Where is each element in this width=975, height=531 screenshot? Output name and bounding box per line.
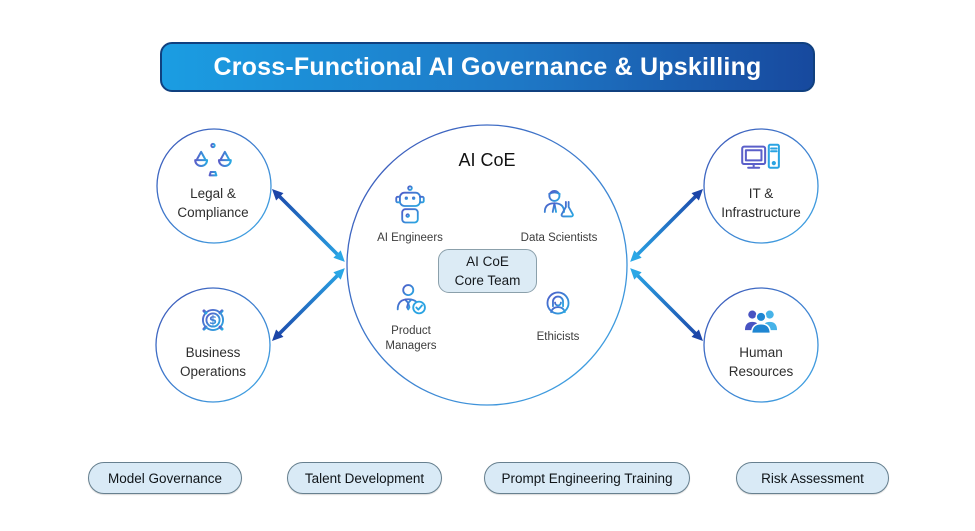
pill-label: Model Governance [107,470,223,486]
page-title: Cross-Functional AI Governance & Upskill… [213,52,762,81]
product-manager-icon [389,280,433,329]
business-circle [155,287,271,403]
legal-circle [156,128,272,244]
coe-title: AI CoE [458,150,516,170]
core-team-line2: Core Team [454,273,521,288]
role-label-ai-engineers: AI Engineers [377,232,443,244]
data-scientist-icon [537,184,581,233]
scales-icon [191,140,235,187]
arrow-legal-center [272,189,345,262]
arrow-hr-center [630,268,703,341]
it-circle [703,128,819,244]
core-team-line1: AI CoE [466,254,509,269]
dept-label-legal: Legal & Compliance [177,186,249,220]
robot-icon [388,184,432,233]
pill-risk-assessment: Risk Assessment [736,462,889,494]
pill-label: Risk Assessment [761,470,864,486]
title-banner: Cross-Functional AI Governance & Upskill… [160,42,815,92]
arrow-it-center [630,189,703,262]
dept-label-hr: Human Resources [728,345,794,379]
pill-label: Prompt Engineering Training [501,470,673,486]
pill-prompt-engineering-training: Prompt Engineering Training [484,462,690,494]
computer-icon [739,138,783,185]
pill-model-governance: Model Governance [88,462,242,494]
dept-label-business: Business Operations [179,345,247,379]
gear-dollar-icon: $ [192,299,234,346]
pill-talent-development: Talent Development [287,462,442,494]
arrow-business-center [272,268,345,341]
hr-circle [703,287,819,403]
people-icon [739,302,783,345]
role-label-data-scientists: Data Scientists [520,232,598,244]
role-label-ethicists: Ethicists [536,331,580,343]
svg-text:$: $ [209,313,217,327]
ethicist-icon [536,281,580,330]
core-team-box: AI CoE Core Team [438,249,537,293]
role-label-product-managers: Product Managers [385,325,437,352]
dept-label-it: IT & Infrastructure [721,186,801,220]
pill-label: Talent Development [304,470,425,486]
